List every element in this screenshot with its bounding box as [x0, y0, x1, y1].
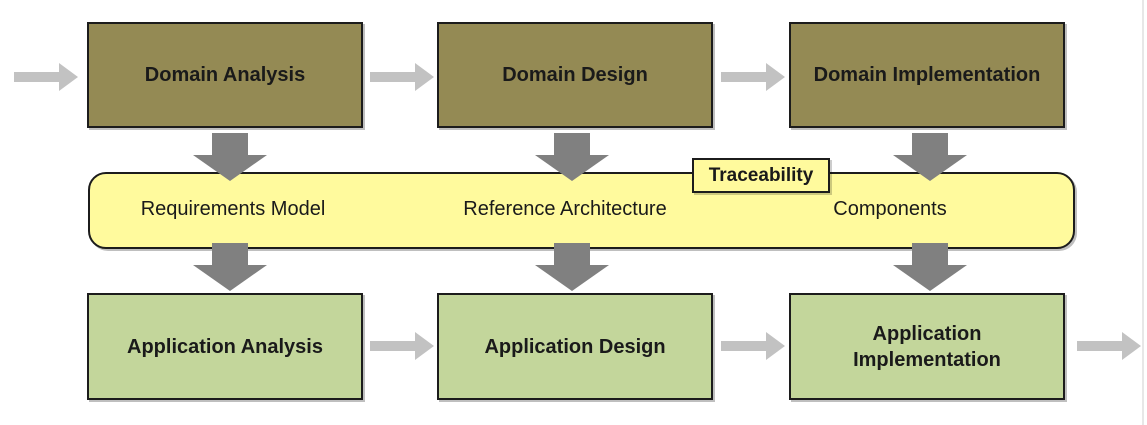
traceability-tag: Traceability [692, 158, 830, 193]
box-domain-analysis: Domain Analysis [87, 22, 363, 128]
arrow-down-icon [893, 133, 967, 181]
arrow-right-icon [14, 63, 78, 91]
arrow-right-icon [1077, 332, 1141, 360]
arrow-down-icon [193, 133, 267, 181]
arrow-right-icon [370, 332, 434, 360]
arrow-down-icon [535, 243, 609, 291]
box-domain-implementation: Domain Implementation [789, 22, 1065, 128]
page-edge-line [1142, 0, 1144, 425]
arrow-right-icon [370, 63, 434, 91]
band-artifact-components: Components [833, 198, 947, 220]
box-application-analysis: Application Analysis [87, 293, 363, 400]
arrow-right-icon [721, 332, 785, 360]
band-artifact-reference-architecture: Reference Architecture [463, 198, 667, 220]
box-application-implementation: Application Implementation [789, 293, 1065, 400]
arrow-down-icon [193, 243, 267, 291]
arrow-down-icon [535, 133, 609, 181]
arrow-right-icon [721, 63, 785, 91]
arrow-down-icon [893, 243, 967, 291]
box-domain-design: Domain Design [437, 22, 713, 128]
band-artifact-requirements-model: Requirements Model [140, 198, 326, 220]
box-application-design: Application Design [437, 293, 713, 400]
